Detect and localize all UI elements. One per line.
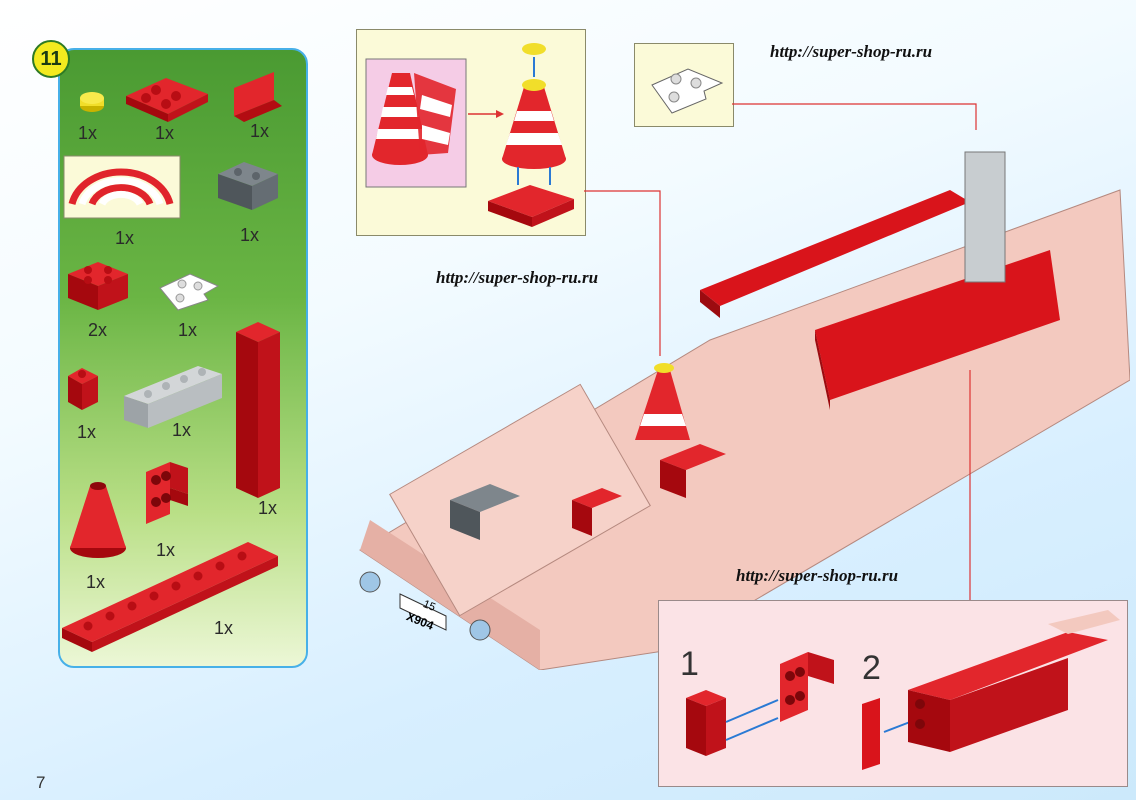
striped-cone-icon [502,43,566,169]
part-qty: 1x [250,121,270,141]
light-gray-brick-icon [124,366,222,428]
watermark-url-middle: http://super-shop-ru.ru [436,268,599,287]
stripe-sticker-icon [68,168,174,206]
red-brick-icon [686,690,726,756]
page-number: 7 [36,773,46,792]
white-plate-illustration [651,68,724,114]
red-angle-plate-icon [234,72,282,122]
part-qty: 1x [240,225,260,245]
red-bracket-icon [146,462,188,524]
part-qty: 1x [172,420,192,440]
red-tall-brick-icon [236,322,280,498]
part-qty: 1x [78,123,98,143]
red-cone-icon [70,482,126,558]
part-qty: 1x [115,228,135,248]
part-qty: 1x [178,320,198,340]
part-qty: 2x [88,320,108,340]
part-qty: 1x [77,422,97,442]
part-qty: 1x [155,123,175,143]
cone-callout-illustration [365,43,574,227]
red-bracket-icon [780,652,834,722]
dark-gray-brick-icon [218,162,278,210]
step-number-badge: 11 [32,40,70,78]
substep-2-number: 2 [862,649,881,687]
red-plate-icon [488,185,574,227]
part-qty: 1x [214,618,234,638]
cone-sticker-icon [372,73,456,165]
red-brick-1x1-icon [68,368,98,410]
yellow-round-plate-icon [80,92,104,112]
substep-1-number: 1 [680,645,699,683]
watermark-url-top: http://super-shop-ru.ru [770,42,933,61]
white-corner-plate-icon [159,273,220,311]
truck-assembly-illustration [359,151,1130,670]
watermark-url-bottom: http://super-shop-ru.ru [736,566,899,585]
subassembly-illustration [686,610,1120,770]
red-long-brick-assembly-icon [908,610,1120,752]
part-qty: 1x [86,572,106,592]
red-tile-icon [862,698,880,770]
red-plate-2x2-icon [126,78,208,122]
red-plate-2x8-icon [62,542,278,652]
part-qty: 1x [258,498,278,518]
part-qty: 1x [156,540,176,560]
red-brick-2x2-icon [68,262,128,310]
parts-illustrations [62,72,282,652]
